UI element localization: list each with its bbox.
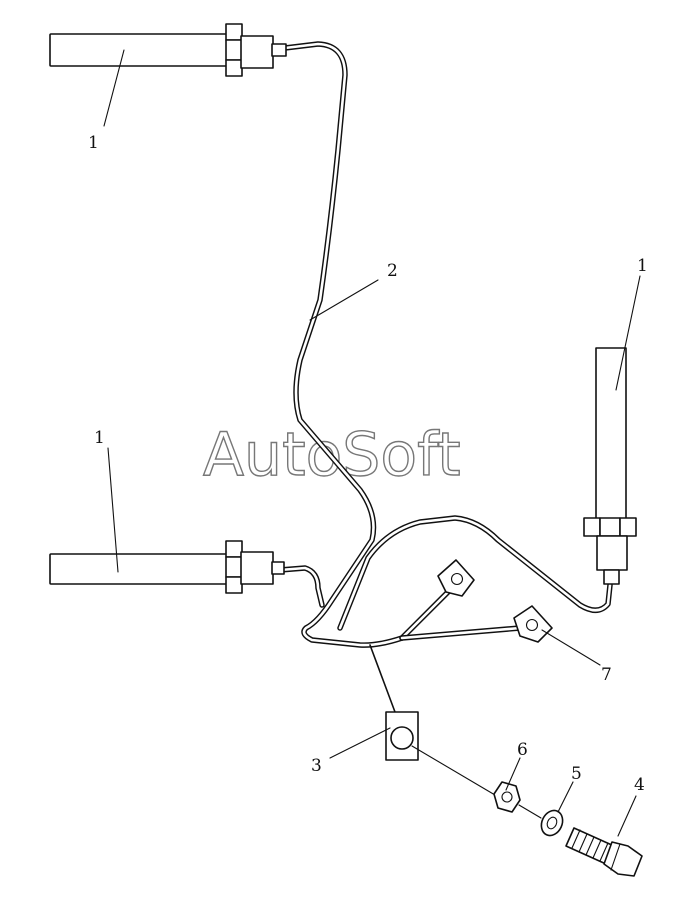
callout-injector-right: 1 — [637, 256, 648, 276]
nut — [493, 781, 521, 813]
callout-washer: 5 — [571, 764, 582, 784]
bracket-upper — [437, 559, 475, 597]
callout-injector-top-left: 1 — [88, 133, 99, 153]
fuel-pipe — [277, 41, 613, 713]
assembly-axis-line — [411, 745, 496, 796]
bolt — [565, 827, 643, 877]
assembly-axis-line-2 — [518, 804, 542, 819]
bracket-lower — [513, 605, 553, 643]
callout-bolt: 4 — [634, 775, 645, 795]
clamp — [385, 711, 419, 761]
injector-top-left — [49, 23, 287, 77]
callout-fuel-pipe: 2 — [387, 261, 398, 281]
injector-right — [583, 347, 637, 585]
callout-clamp: 3 — [311, 756, 322, 776]
leader-lines — [103, 49, 641, 837]
washer — [540, 809, 564, 837]
callout-bracket: 7 — [601, 665, 612, 685]
callout-nut: 6 — [517, 740, 528, 760]
injector-mid-left — [49, 540, 285, 594]
callout-injector-mid-left: 1 — [94, 428, 105, 448]
